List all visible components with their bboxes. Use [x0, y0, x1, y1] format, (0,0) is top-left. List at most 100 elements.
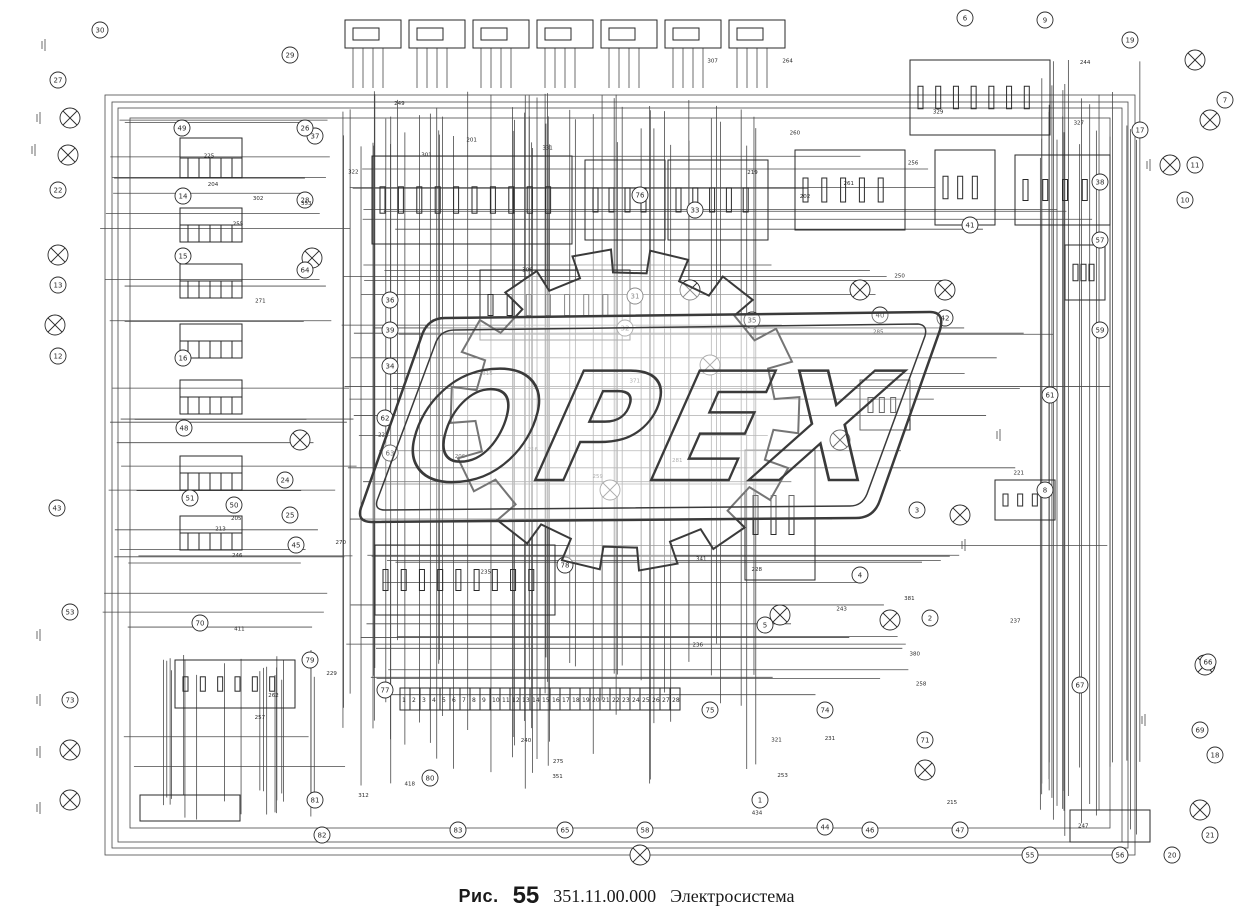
component-number: 35: [748, 317, 757, 325]
terminal-number: 1: [402, 697, 406, 704]
terminal-number: 16: [552, 697, 560, 704]
terminal-number: 17: [562, 697, 570, 704]
wire-label: 302: [253, 196, 264, 202]
component-number: 13: [54, 282, 63, 290]
terminal-number: 9: [482, 697, 486, 704]
component-number: 27: [54, 77, 63, 85]
component-number: 71: [921, 737, 930, 745]
wire-label: 371: [629, 379, 640, 385]
wire-label: 380: [910, 651, 921, 657]
wire-label: 264: [782, 58, 793, 64]
wire-label: 260: [790, 130, 801, 136]
wire-label: 205: [231, 516, 242, 522]
wire-label: 262: [268, 693, 279, 699]
terminal-number: 24: [632, 697, 640, 704]
terminal-number: 28: [672, 697, 680, 704]
caption-code: 351.11.00.000: [553, 885, 657, 906]
terminal-number: 21: [602, 697, 610, 704]
wire-label: 322: [348, 170, 359, 176]
terminal-number: 6: [452, 697, 456, 704]
wire-label: 312: [358, 793, 369, 799]
wire-label: 221: [1014, 470, 1024, 476]
wire-label: 229: [326, 671, 337, 677]
component-number: 15: [179, 253, 188, 261]
component-number: 40: [876, 312, 885, 320]
component-number: 16: [179, 355, 188, 363]
component-number: 49: [178, 125, 187, 133]
wire-label: 219: [747, 170, 758, 176]
component-number: 77: [381, 687, 390, 695]
wire-label: 331: [542, 146, 553, 152]
wire-label: 327: [1074, 121, 1085, 127]
wire-label: 244: [1080, 60, 1091, 66]
wire-label: 255: [233, 222, 244, 228]
wire-label: 281: [672, 458, 683, 464]
wire-label: 351: [552, 774, 563, 780]
component-number: 25: [286, 512, 295, 520]
wire-label: 329: [933, 110, 944, 116]
component-number: 43: [53, 505, 62, 513]
component-number: 56: [1116, 852, 1125, 860]
wire-label: 307: [707, 59, 718, 65]
wire-label: 256: [908, 161, 919, 167]
wire-label: 411: [234, 627, 245, 633]
terminal-number: 19: [582, 697, 590, 704]
component-number: 39: [386, 327, 395, 335]
component-number: 37: [311, 133, 320, 141]
terminal-number: 11: [502, 697, 510, 704]
wire-label: 306: [522, 267, 533, 273]
terminal-number: 25: [642, 697, 650, 704]
component-number: 33: [691, 207, 700, 215]
component-number: 21: [1206, 832, 1215, 840]
component-number: 44: [821, 824, 830, 832]
component-number: 74: [821, 707, 830, 715]
wire-label: 247: [1078, 823, 1089, 829]
terminal-number: 15: [542, 697, 550, 704]
wire-label: 202: [800, 194, 811, 200]
wire-label: 228: [751, 567, 762, 573]
component-number: 31: [631, 293, 640, 301]
wire-label: 237: [1010, 618, 1021, 624]
watermark-text: OPEX: [390, 341, 913, 515]
component-number: 73: [66, 697, 75, 705]
component-number: 57: [1096, 237, 1105, 245]
terminal-number: 22: [612, 697, 620, 704]
wire-label: 249: [394, 101, 405, 107]
component-number: 4: [858, 572, 863, 580]
wire-label: 353: [301, 201, 312, 207]
terminal-number: 8: [472, 697, 476, 704]
wire-label: 222: [378, 433, 389, 439]
caption-number: 55: [512, 882, 540, 909]
wire-label: 261: [844, 181, 855, 187]
component-number: 29: [286, 52, 295, 60]
component-number: 19: [1126, 37, 1135, 45]
component-number: 9: [1043, 17, 1047, 25]
component-number: 7: [1223, 97, 1227, 105]
component-number: 36: [386, 297, 395, 305]
component-number: 76: [636, 192, 645, 200]
component-number: 41: [966, 222, 975, 230]
component-number: 79: [306, 657, 315, 665]
wire-label: 301: [421, 152, 432, 158]
component-number: 55: [1026, 852, 1035, 860]
wire-label: 243: [836, 606, 847, 612]
component-number: 6: [963, 15, 968, 23]
component-number: 47: [956, 827, 965, 835]
wire-label: 258: [916, 682, 927, 688]
component-number: 38: [1096, 179, 1105, 187]
component-number: 64: [301, 267, 310, 275]
component-number: 2: [928, 615, 932, 623]
wire-label: 315: [482, 371, 493, 377]
wire-label: 271: [255, 298, 266, 304]
wire-label: 270: [336, 540, 347, 546]
component-number: 70: [196, 620, 205, 628]
component-number: 62: [381, 415, 390, 423]
wire-label: 341: [696, 557, 707, 563]
wire-label: 213: [215, 526, 226, 532]
terminal-number: 10: [492, 697, 500, 704]
component-number: 53: [66, 609, 75, 617]
component-number: 45: [292, 542, 301, 550]
component-number: 20: [1168, 852, 1177, 860]
